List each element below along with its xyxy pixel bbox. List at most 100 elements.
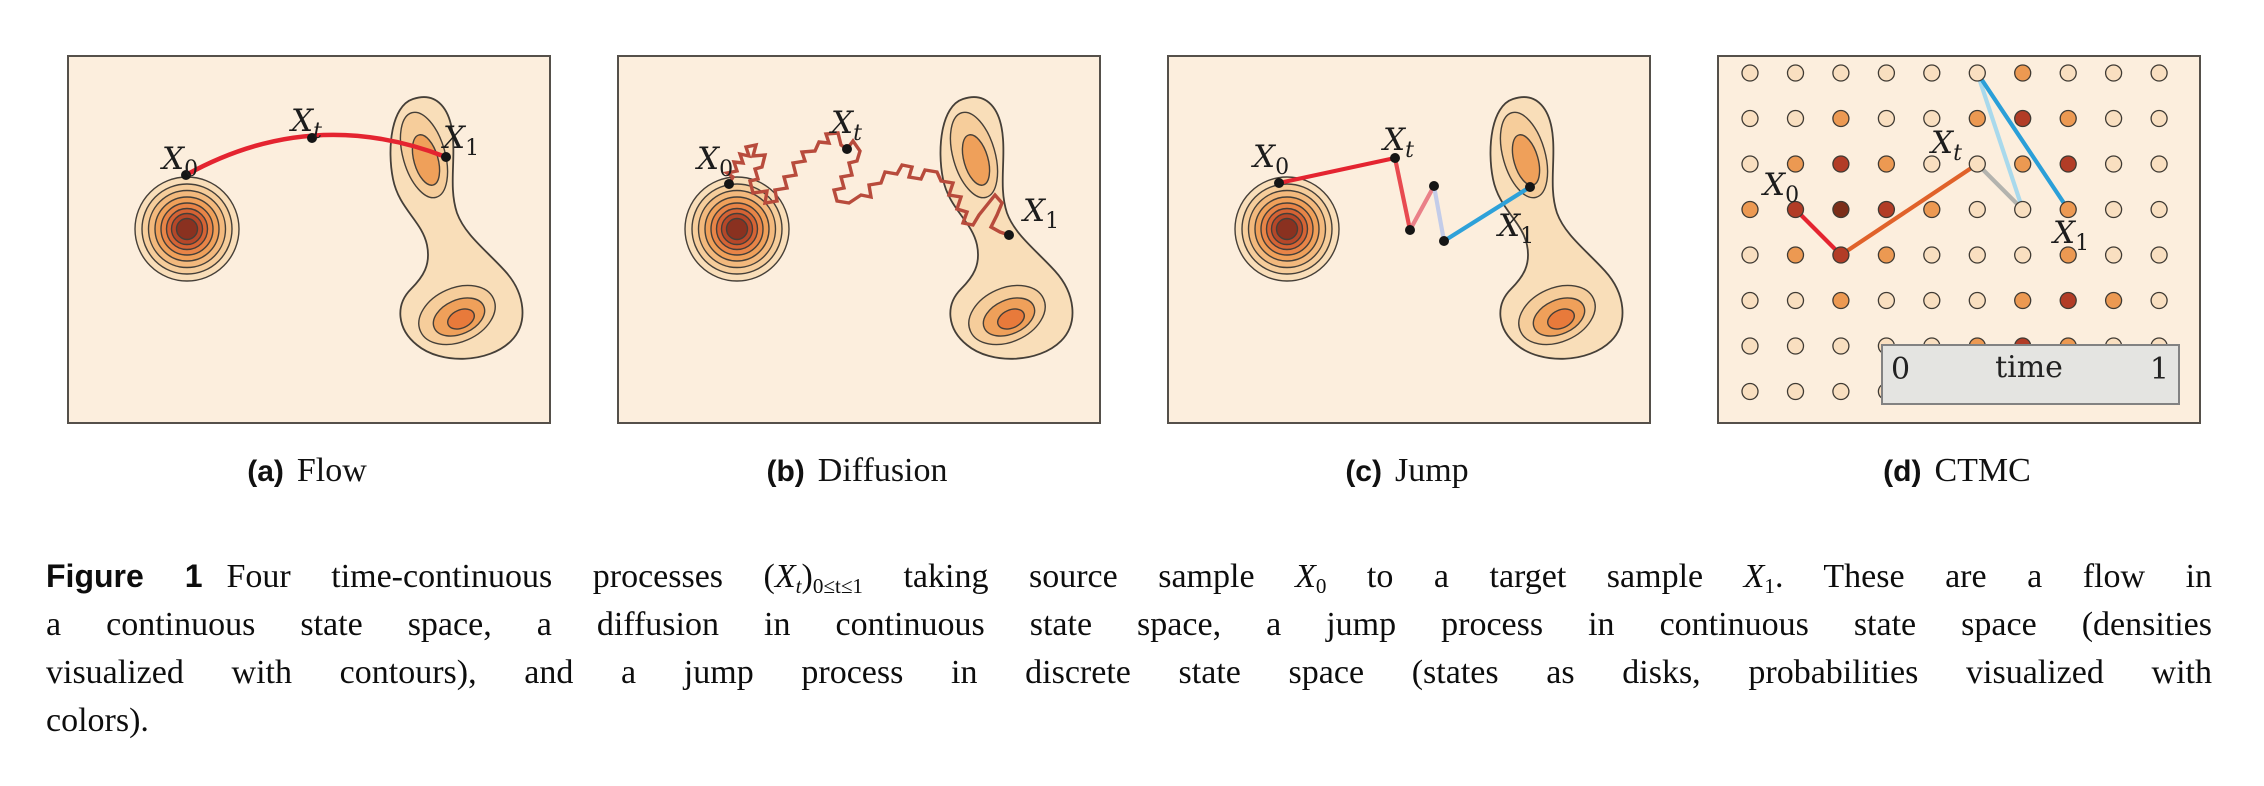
ctmc-state-disk [1741, 64, 1759, 82]
diffusion-trajectory [722, 131, 1011, 237]
subcaption-flow: (a) Flow [67, 452, 547, 490]
ctmc-state-disk [1877, 246, 1896, 264]
ctmc-state-disk [1923, 155, 1941, 173]
legend-min: 0 [1891, 352, 1910, 387]
subcaption-label: Flow [296, 452, 367, 489]
label-x0: X0 [695, 141, 733, 182]
caption-line-2: a continuous state space, a diffusion in… [46, 606, 2212, 643]
point-x1 [441, 152, 451, 162]
subcaption-diffusion: (b) Diffusion [617, 452, 1097, 490]
ctmc-state-disk [2150, 291, 2168, 310]
subcaption-tag: (a) [247, 455, 284, 488]
point-x0 [724, 179, 734, 189]
ctmc-state-disk [1923, 246, 1941, 264]
legend-max: 1 [2150, 352, 2169, 387]
jump-vertex [1439, 236, 1449, 246]
label-x1: X1 [1021, 193, 1059, 234]
ctmc-state-disk [2104, 291, 2123, 310]
caption-line-3: visualized with contours), and a jump pr… [46, 654, 2212, 691]
panel-jump: X0 Xt X1 [1167, 55, 1651, 424]
label-x0: X0 [1251, 139, 1289, 180]
ctmc-state-disk [2059, 246, 2077, 264]
ctmc-state-disk [2014, 64, 2032, 82]
jump-trajectory [1276, 155, 1533, 244]
ctmc-state-disk [1786, 200, 1805, 219]
point-xt [842, 144, 852, 154]
label-xt: Xt [289, 103, 322, 144]
ctmc-state-disk [1741, 291, 1759, 310]
ctmc-state-disk [2104, 64, 2123, 82]
jump-vertex [1429, 181, 1439, 191]
ctmc-state-disk [1832, 382, 1850, 401]
ctmc-state-disk [1832, 337, 1850, 355]
label-x0: X0 [1761, 167, 1799, 208]
ctmc-state-disk [2059, 155, 2077, 173]
ctmc-state-disk [1786, 291, 1805, 310]
point-x1 [1004, 230, 1014, 240]
ctmc-state-disk [1968, 109, 1986, 128]
point-xt [307, 133, 317, 143]
ctmc-state-disk [1741, 155, 1759, 173]
ctmc-state-disk [1786, 155, 1805, 173]
ctmc-state-disk [1968, 155, 1986, 173]
ctmc-state-disk [2150, 200, 2168, 219]
ctmc-state-disk [1968, 246, 1986, 264]
panel-diffusion: X0 Xt X1 [617, 55, 1101, 424]
subcaption-tag: (b) [766, 455, 805, 488]
ctmc-state-disk [1968, 291, 1986, 310]
ctmc-state-disk [1923, 64, 1941, 82]
ctmc-state-disk [1968, 200, 1986, 219]
subcaption-label: CTMC [1934, 452, 2031, 489]
subcaption-label: Jump [1394, 452, 1469, 489]
jump-plot: X0 Xt X1 [1234, 96, 1624, 360]
ctmc-state-disk [2014, 109, 2032, 128]
ctmc-state-disk [1923, 200, 1941, 219]
label-xt: Xt [829, 105, 862, 146]
ctmc-state-disk [2059, 200, 2077, 219]
ctmc-state-disk [2014, 291, 2032, 310]
ctmc-state-disk [2059, 64, 2077, 82]
ctmc-state-disk [2014, 155, 2032, 173]
ctmc-state-disk [1786, 246, 1805, 264]
ctmc-state-disk [2059, 291, 2077, 310]
ctmc-state-disk [2104, 109, 2123, 128]
ctmc-state-disk [1877, 155, 1896, 173]
ctmc-state-disk [1832, 291, 1850, 310]
source-density [684, 176, 790, 282]
subcaption-jump: (c)Jump [1167, 452, 1647, 490]
time-legend: 0 time 1 [1881, 344, 2180, 405]
ctmc-state-disk [2104, 155, 2123, 173]
ctmc-state-disk [2014, 200, 2032, 219]
ctmc-state-disk [1877, 200, 1896, 219]
ctmc-state-disk [1741, 337, 1759, 355]
ctmc-state-disk [1923, 291, 1941, 310]
point-x0 [181, 170, 191, 180]
panel-ctmc: X0 Xt X1 0 time 1 [1717, 55, 2201, 424]
ctmc-state-disk [1832, 109, 1850, 128]
subcaption-label: Diffusion [817, 452, 948, 489]
ctmc-plot: X0 Xt X1 0 time 1 [1741, 64, 2180, 405]
point-x1 [1525, 182, 1535, 192]
ctmc-state-disk [1786, 337, 1805, 355]
ctmc-state-disk [1741, 200, 1759, 219]
ctmc-state-disk [1877, 109, 1896, 128]
ctmc-state-disk [1832, 200, 1850, 219]
ctmc-state-disk [2014, 246, 2032, 264]
ctmc-state-disk [2150, 246, 2168, 264]
label-x1: X1 [1496, 208, 1534, 249]
subcaption-tag: (d) [1883, 455, 1922, 488]
caption-line-4: colors). [46, 702, 149, 739]
label-xt: Xt [1929, 125, 1962, 166]
ctmc-state-disk [1877, 64, 1896, 82]
ctmc-state-disk [1786, 109, 1805, 128]
label-x0: X0 [160, 141, 198, 182]
ctmc-state-disk [2059, 109, 2077, 128]
ctmc-state-disk [2150, 155, 2168, 173]
ctmc-state-disk [1741, 382, 1759, 401]
ctmc-trajectory [1793, 70, 2071, 258]
ctmc-state-disk [1832, 64, 1850, 82]
ctmc-state-disk [2104, 246, 2123, 264]
